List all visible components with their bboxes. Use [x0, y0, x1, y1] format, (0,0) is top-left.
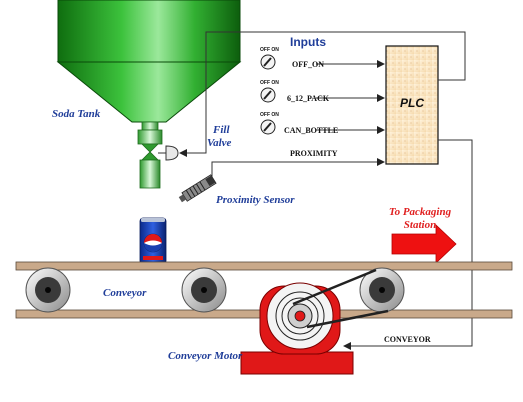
fill-valve-wire [179, 31, 466, 157]
destination-label-line1: To Packaging [389, 206, 452, 218]
selector-switch-can-bottle[interactable]: OFF ON [260, 112, 279, 135]
drive-belt [292, 268, 389, 329]
right-arrow-icon [391, 224, 457, 264]
selector-switch-6-12-pack[interactable]: OFF ON [260, 80, 279, 103]
switch-caption: OFF ON [260, 47, 279, 53]
roller-middle [181, 267, 227, 313]
soda-can-icon [139, 217, 167, 265]
proximity-sensor-label: Proximity Sensor [216, 194, 295, 206]
signal-label-proximity: PROXIMITY [290, 149, 338, 158]
selector-switch-off-on[interactable]: OFF ON [260, 47, 279, 70]
soda-tank [56, 0, 242, 123]
conveyor-label: Conveyor [103, 287, 147, 299]
conveyor-motor [240, 282, 354, 375]
input-label-can-bottle: CAN_BOTTLE [284, 126, 338, 135]
wiring [179, 31, 473, 350]
input-label-off-on: OFF_ON [292, 60, 324, 69]
proximity-wire [211, 158, 385, 178]
input-label-6-12-pack: 6_12_PACK [287, 94, 330, 103]
fill-valve-actuator [158, 145, 179, 161]
roller-left [25, 267, 71, 313]
fill-valve-label-line1: Fill [212, 124, 230, 136]
fill-valve-label-line2: Valve [207, 137, 232, 149]
soda-tank-label: Soda Tank [52, 108, 101, 120]
inputs-title: Inputs [290, 35, 326, 49]
proximity-sensor [178, 174, 217, 203]
plc-box [385, 45, 439, 165]
switch-caption: OFF ON [260, 80, 279, 86]
signal-label-conveyor: CONVEYOR [384, 335, 431, 344]
plc-label: PLC [400, 96, 424, 110]
conveyor-wire [343, 139, 473, 350]
conveyor-motor-label: Conveyor Motor [168, 350, 243, 362]
fill-nozzle [137, 121, 163, 189]
destination-label-line2: Station [404, 219, 436, 231]
switch-caption: OFF ON [260, 112, 279, 118]
